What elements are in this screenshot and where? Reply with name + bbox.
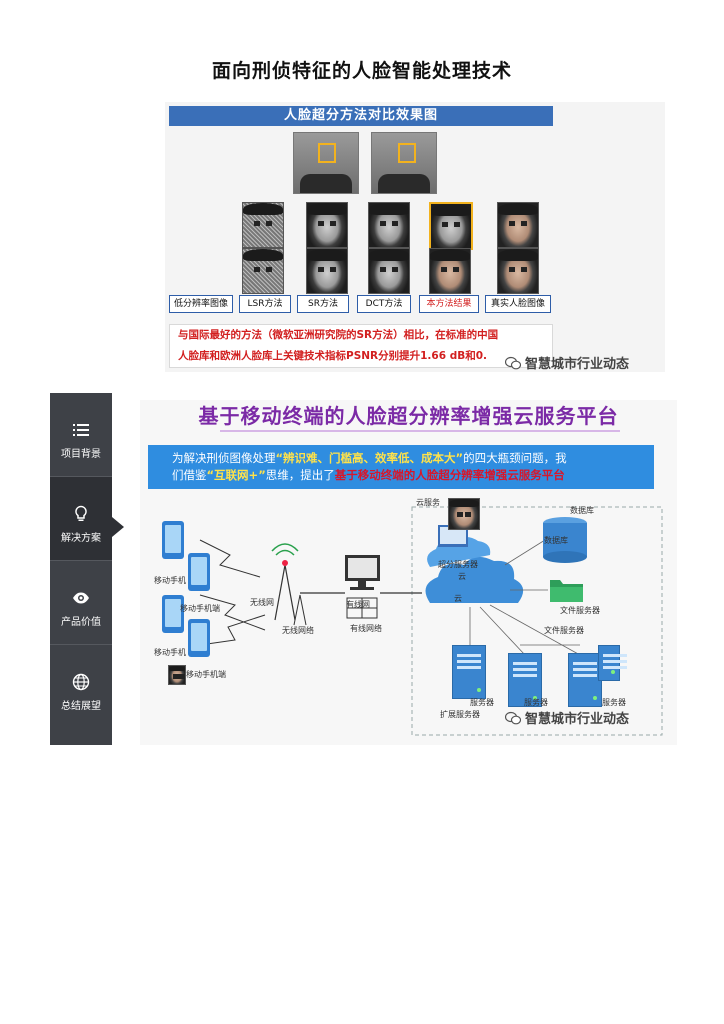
wechat-icon bbox=[505, 356, 521, 369]
sidebar-item-label: 解决方案 bbox=[61, 533, 101, 544]
server-label: 服务器 bbox=[524, 698, 548, 707]
server-label: 服务器 bbox=[602, 698, 626, 707]
sidebar-item-label: 总结展望 bbox=[61, 701, 101, 712]
title-underline bbox=[220, 430, 620, 432]
phone-label: 移动手机端 bbox=[186, 670, 226, 679]
label-sr: SR方法 bbox=[297, 295, 349, 313]
sidebar-item-background[interactable]: 项目背景 bbox=[50, 393, 112, 477]
face-detection-box bbox=[398, 143, 416, 163]
wired-network-label: 有线网络 bbox=[350, 624, 382, 633]
face-dct-2 bbox=[429, 248, 471, 294]
label-ours: 本方法结果 bbox=[419, 295, 479, 313]
face-server-label: 超分服务器 bbox=[438, 560, 478, 569]
phone-label: 移动手机 bbox=[154, 648, 186, 657]
phone-label: 移动手机端 bbox=[180, 604, 220, 613]
cloud-label: 云 bbox=[454, 594, 462, 603]
platform-title: 基于移动终端的人脸超分辨率增强云服务平台 bbox=[198, 404, 619, 428]
comparison-slide: 人脸超分方法对比效果图 低分辨率图像 LSR方法 SR方法 DCT方法 本方法结… bbox=[165, 102, 665, 372]
banner-highlight-red: 基于移动终端的人脸超分辨率增强云服务平台 bbox=[334, 468, 565, 482]
note-line-1: 与国际最好的方法（微软亚洲研究院的SR方法）相比，在标准的中国 bbox=[178, 329, 499, 341]
comparison-note: 与国际最好的方法（微软亚洲研究院的SR方法）相比，在标准的中国 人脸库和欧洲人脸… bbox=[169, 324, 553, 368]
face-lsr-1 bbox=[306, 202, 348, 248]
surveillance-photo-2 bbox=[371, 132, 437, 194]
lightbulb-icon bbox=[75, 505, 87, 521]
sidebar-item-solution[interactable]: 解决方案 bbox=[50, 477, 112, 561]
wireless-network-label: 无线网络 bbox=[282, 626, 314, 635]
note-line-2: 人脸库和欧洲人脸库上关键技术指标PSNR分别提升1.66 dB和0. bbox=[178, 350, 488, 362]
mobile-phone-icon bbox=[188, 619, 210, 657]
expand-server-label: 扩展服务器 bbox=[440, 710, 480, 719]
label-lsr: LSR方法 bbox=[239, 295, 291, 313]
banner-text: 的四大瓶颈问题，我 bbox=[463, 451, 567, 465]
page-title: 面向刑侦特征的人脸智能处理技术 bbox=[211, 60, 512, 82]
sidebar-nav: 项目背景 解决方案 产品价值 总结展望 bbox=[50, 393, 112, 745]
watermark-text: 智慧城市行业动态 bbox=[525, 712, 630, 727]
face-ours-1 bbox=[497, 202, 539, 248]
sidebar-item-value[interactable]: 产品价值 bbox=[50, 561, 112, 645]
face-lsr-2 bbox=[306, 248, 348, 294]
mobile-phone-icon bbox=[162, 595, 184, 633]
banner-highlight: “辨识难、门槛高、效率低、成本大” bbox=[275, 451, 464, 465]
server-icon bbox=[598, 645, 627, 681]
face-detection-box bbox=[318, 143, 336, 163]
database-label: 数据库 bbox=[544, 536, 568, 545]
comparison-banner: 人脸超分方法对比效果图 bbox=[169, 106, 553, 126]
database-label: 数据库 bbox=[570, 506, 594, 515]
banner-text: 思维，提出了 bbox=[265, 468, 335, 482]
banner-text: 们借鉴 bbox=[172, 468, 207, 482]
banner-text: 为解决刑侦图像处理 bbox=[172, 451, 276, 465]
mobile-phone-icon bbox=[162, 521, 184, 559]
active-nav-pointer bbox=[112, 517, 124, 537]
wireless-label: 无线网 bbox=[250, 598, 274, 607]
banner-highlight: “互联网+” bbox=[206, 468, 266, 482]
architecture-diagram: 移动手机 移动手机端 移动手机 移动手机端 无线网 无线网络 有线网 有线网络 … bbox=[140, 495, 677, 745]
platform-slide: 基于移动终端的人脸超分辨率增强云服务平台 为解决刑侦图像处理“辨识难、门槛高、效… bbox=[140, 400, 677, 745]
platform-banner: 为解决刑侦图像处理“辨识难、门槛高、效率低、成本大”的四大瓶颈问题，我 们借鉴“… bbox=[148, 445, 654, 489]
list-icon bbox=[73, 424, 89, 436]
sidebar-item-label: 项目背景 bbox=[61, 449, 101, 460]
small-face-thumbnail bbox=[168, 665, 186, 685]
cloud-label: 云 bbox=[458, 572, 466, 581]
face-sr-1 bbox=[368, 202, 410, 248]
face-ours-2 bbox=[497, 248, 539, 294]
watermark-1: 智慧城市行业动态 bbox=[505, 353, 629, 372]
label-low-res: 低分辨率图像 bbox=[169, 295, 233, 313]
face-lowres-1 bbox=[242, 202, 284, 248]
file-server-label: 文件服务器 bbox=[544, 626, 584, 635]
label-ground-truth: 真实人脸图像 bbox=[485, 295, 551, 313]
phone-label: 移动手机 bbox=[154, 576, 186, 585]
mobile-phone-icon bbox=[188, 553, 210, 591]
eye-icon bbox=[73, 592, 89, 604]
file-server-label: 文件服务器 bbox=[560, 606, 600, 615]
face-lowres-2 bbox=[242, 248, 284, 294]
server-icon bbox=[508, 653, 542, 707]
diagram-connections bbox=[199, 506, 663, 736]
sidebar-item-outlook[interactable]: 总结展望 bbox=[50, 645, 112, 729]
enhanced-face-image bbox=[448, 498, 480, 530]
sidebar-item-label: 产品价值 bbox=[61, 617, 101, 628]
globe-icon bbox=[72, 673, 90, 691]
face-dct-1 bbox=[429, 202, 473, 250]
watermark-text: 智慧城市行业动态 bbox=[525, 357, 630, 372]
watermark-2: 智慧城市行业动态 bbox=[505, 708, 629, 727]
wired-label: 有线网 bbox=[346, 600, 370, 609]
label-dct: DCT方法 bbox=[357, 295, 411, 313]
server-label: 服务器 bbox=[470, 698, 494, 707]
wechat-icon bbox=[505, 711, 521, 724]
server-icon bbox=[452, 645, 486, 699]
surveillance-photo-1 bbox=[293, 132, 359, 194]
cloud-platform-label: 云服务 bbox=[416, 498, 440, 507]
server-icon bbox=[568, 653, 602, 707]
face-sr-2 bbox=[368, 248, 410, 294]
